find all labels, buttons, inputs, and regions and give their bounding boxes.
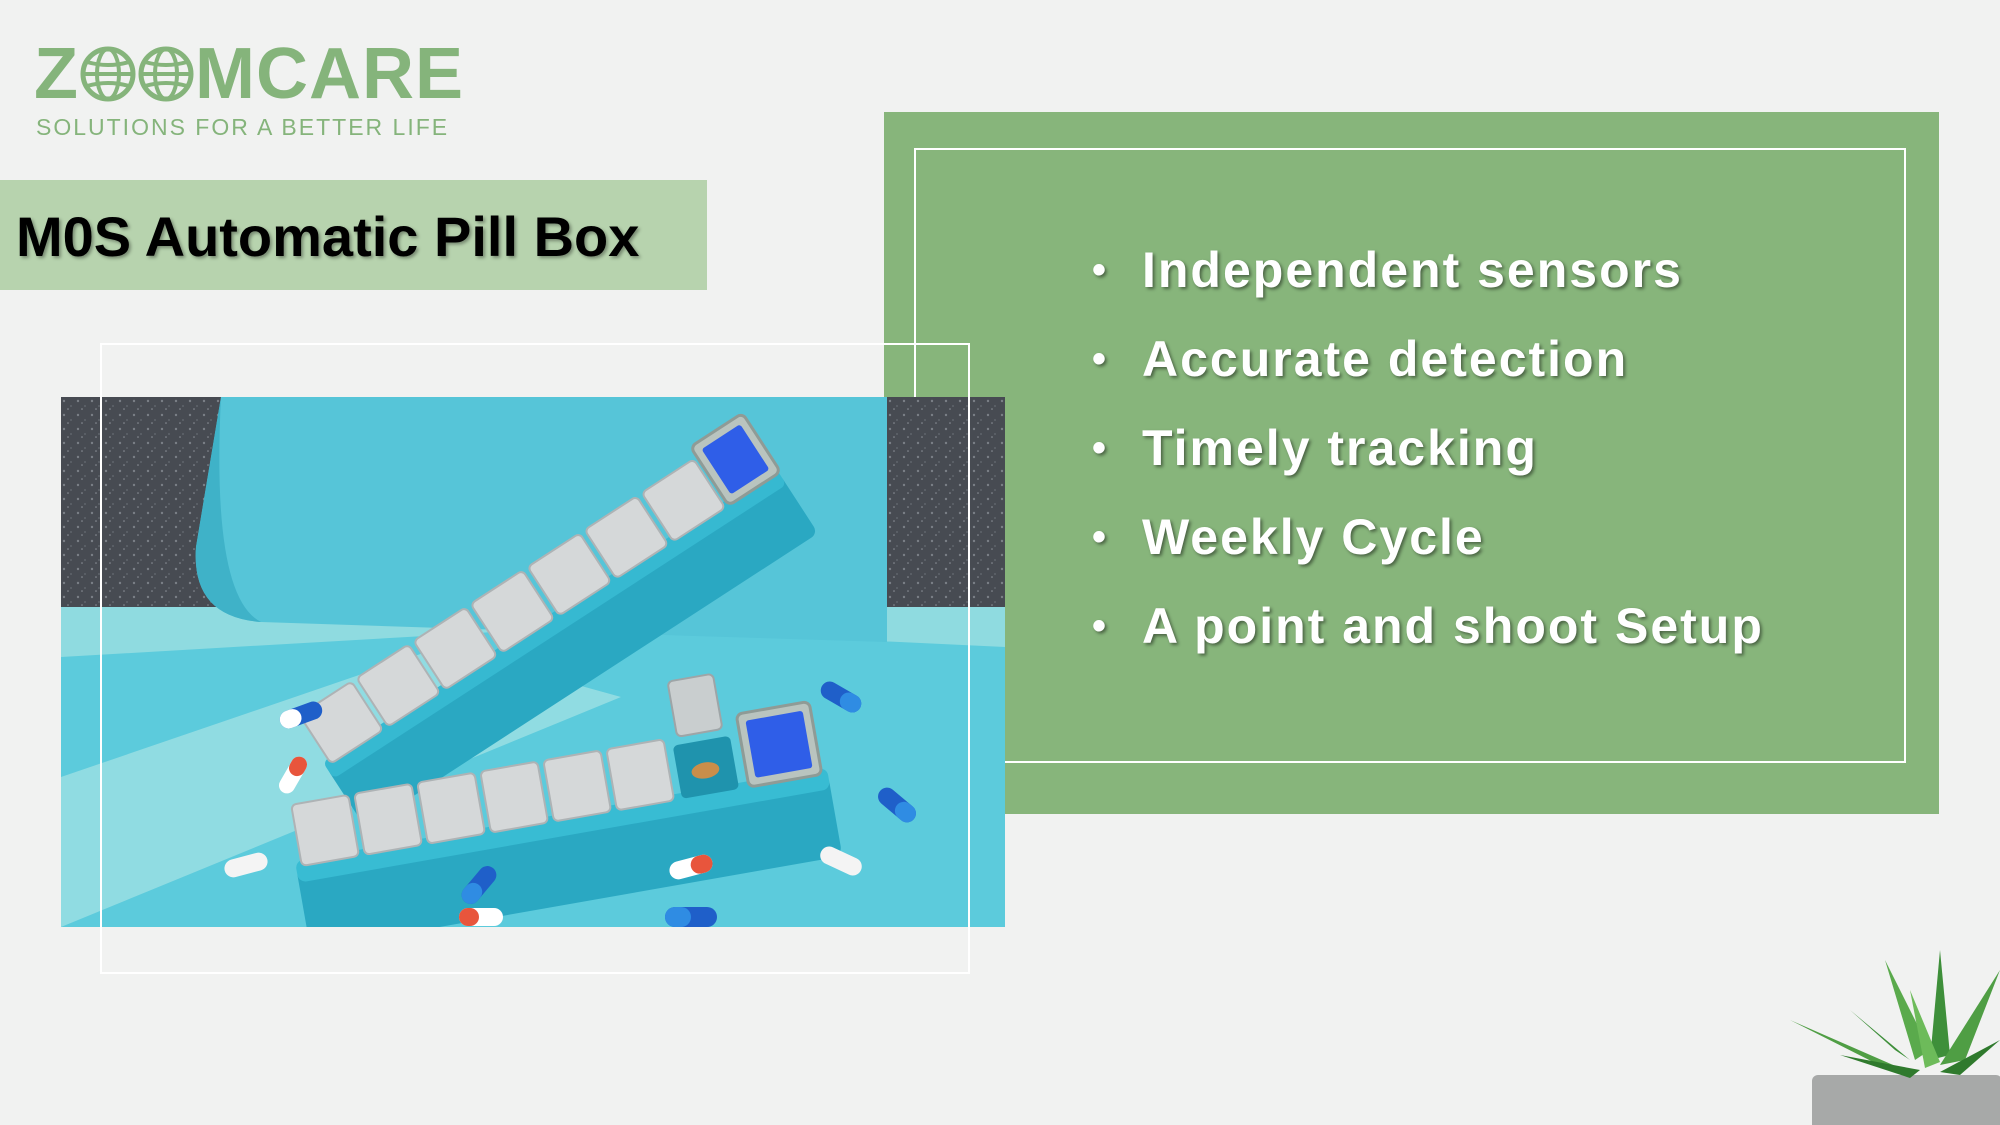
feature-list: • Independent sensors • Accurate detection… xyxy=(1092,240,1764,685)
feature-item: • Weekly Cycle xyxy=(1092,507,1764,596)
bullet-icon: • xyxy=(1092,604,1109,648)
logo-letter-z: Z xyxy=(34,34,79,114)
feature-item: • Independent sensors xyxy=(1092,240,1764,329)
logo-wordmark: Z MCARE xyxy=(34,38,464,110)
photo-frame xyxy=(100,343,970,974)
feature-text: Independent sensors xyxy=(1142,242,1683,298)
feature-text: A point and shoot Setup xyxy=(1142,598,1764,654)
feature-text: Accurate detection xyxy=(1142,331,1629,387)
bullet-icon: • xyxy=(1092,426,1109,470)
title-band: M0S Automatic Pill Box xyxy=(0,180,707,290)
brand-logo: Z MCARE SOLUTIONS FOR A BETTER LIFE xyxy=(34,38,463,140)
globe-icon xyxy=(80,46,136,102)
feature-item: • Timely tracking xyxy=(1092,418,1764,507)
feature-panel xyxy=(884,112,1939,814)
feature-text: Weekly Cycle xyxy=(1142,509,1485,565)
globe-icon xyxy=(138,46,194,102)
feature-text: Timely tracking xyxy=(1142,420,1538,476)
bullet-icon: • xyxy=(1092,248,1109,292)
logo-tagline: SOLUTIONS FOR A BETTER LIFE xyxy=(36,114,450,140)
feature-item: • Accurate detection xyxy=(1092,329,1764,418)
bullet-icon: • xyxy=(1092,515,1109,559)
product-photo xyxy=(61,397,1005,927)
bullet-icon: • xyxy=(1092,337,1109,381)
logo-letters-mcare: MCARE xyxy=(194,34,464,114)
succulent-plant-icon xyxy=(1790,950,2000,1125)
page-title: M0S Automatic Pill Box xyxy=(16,205,640,268)
feature-item: • A point and shoot Setup xyxy=(1092,596,1764,685)
pill-box-illustration xyxy=(61,397,1005,927)
